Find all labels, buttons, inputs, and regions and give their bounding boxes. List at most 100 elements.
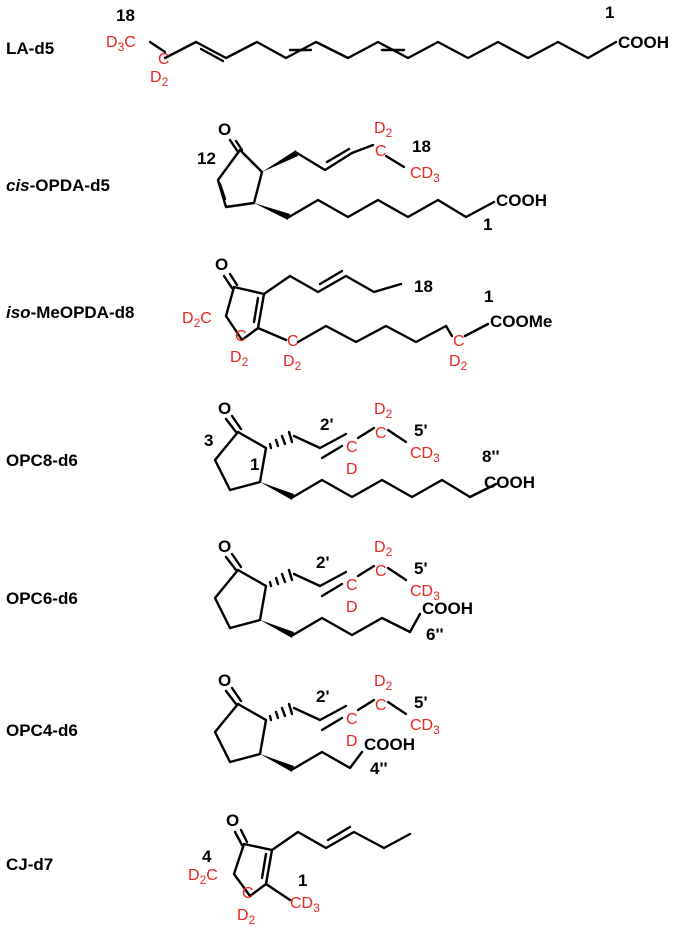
iso-ring-c-label: C: [235, 328, 247, 345]
la-double-bond-1: [199, 47, 225, 63]
opc8-c-bond: [356, 426, 376, 440]
opc8-d2-label: D2: [374, 401, 393, 421]
opc8-number-8pp: 8'': [482, 447, 500, 466]
opc8-ring: [213, 430, 268, 492]
opc8-cd3-bond: [386, 428, 408, 444]
opc4-ring: [213, 702, 268, 764]
cj-ring-c-label: C: [242, 885, 254, 902]
compound-name-iso-meopda-d8: iso-MeOPDA-d8: [6, 303, 134, 322]
opc8-cd3-label: CD3: [410, 445, 440, 465]
opc4-hashed-bond: [268, 702, 294, 722]
opc4-upper-double: [320, 716, 344, 732]
compound-opc4-d6: OPC4-d6 O 2' C D D2 C 5' CD3 COOH 4'': [6, 671, 440, 778]
iso-chain-d2-label: D2: [283, 353, 302, 373]
opda-upper-chain: [295, 151, 354, 172]
opc6-c-label: C: [375, 563, 387, 580]
opc4-carbonyl: [224, 689, 238, 706]
opc6-cd3-bond: [386, 566, 408, 582]
la-number-1: 1: [605, 3, 614, 22]
opc8-c-label: C: [375, 425, 387, 442]
opda-upper-double: [325, 147, 351, 164]
opc4-number-2p: 2': [316, 687, 330, 706]
cj-number-4: 4: [202, 847, 212, 866]
la-c-label: C: [158, 51, 170, 68]
opc4-upper-chain: [292, 704, 348, 722]
la-number-18: 18: [116, 6, 135, 25]
iso-tail-c-label: C: [453, 333, 465, 350]
iso-carbonyl: [222, 274, 234, 290]
iso-ring: [224, 285, 266, 342]
opc4-c-label: C: [375, 697, 387, 714]
compound-name-la-d5: LA-d5: [6, 39, 54, 58]
opc8-vinyl-c-label: C: [346, 439, 358, 456]
opda-number-18: 18: [412, 137, 431, 156]
la-d3c-label: D3C: [106, 34, 136, 54]
opc6-lower-chain: [291, 612, 422, 637]
cj-number-1: 1: [298, 871, 307, 890]
cj-ring-d2-label: D2: [237, 907, 256, 927]
opc4-d2-label: D2: [374, 673, 393, 693]
iso-upper-chain: [262, 274, 403, 296]
opda-c-bond: [350, 143, 375, 155]
opda-number-12: 12: [197, 149, 216, 168]
iso-number-1: 1: [484, 287, 493, 306]
compound-cj-d7: CJ-d7 O 4 1 D2C C D2 CD3: [6, 811, 412, 927]
cj-d2c-label: D2C: [188, 867, 218, 887]
opc4-oxygen-label: O: [218, 671, 231, 690]
opc6-ring: [213, 568, 268, 630]
opc4-vinyl-c-label: C: [346, 711, 358, 728]
opc6-c-bond: [356, 564, 376, 578]
opc6-carbonyl-2: [230, 552, 243, 569]
opda-ring-double: [218, 182, 227, 201]
compound-name-opc8-d6: OPC8-d6: [6, 451, 78, 470]
opc6-number-2p: 2': [316, 553, 330, 572]
opda-ring: [216, 148, 264, 209]
opc4-number-4pp: 4'': [370, 759, 388, 778]
compound-opc8-d6: OPC8-d6 O 3 1 2' C D D2 C 5' CD3 8'' COO…: [6, 399, 535, 500]
compound-iso-meopda-d8: iso-MeOPDA-d8 O 18 D2C C D2 C D2 C D2 1 …: [6, 255, 552, 373]
opc6-upper-double: [320, 582, 344, 598]
opda-c-label: C: [375, 143, 387, 160]
opc6-vinyl-d-label: D: [346, 599, 358, 616]
iso-ring-double: [252, 296, 260, 324]
opc4-cooh-label: COOH: [364, 735, 415, 754]
opda-d2-label: D2: [374, 120, 393, 140]
iso-tail-d2-label: D2: [449, 353, 468, 373]
cj-oxygen-label: O: [226, 811, 239, 830]
cj-side-double: [326, 825, 352, 842]
compound-la-d5: LA-d5 18 1 D3C C D2 COOH: [6, 3, 669, 89]
cj-carbonyl-2: [239, 828, 249, 844]
opc6-cooh-label: COOH: [422, 599, 473, 618]
opda-wedge-upper: [262, 150, 298, 172]
opc8-cooh-label: COOH: [484, 473, 535, 492]
la-d3c-bond: [148, 40, 167, 54]
opc4-wedge-lower: [260, 754, 294, 772]
opc8-upper-double: [320, 444, 344, 460]
cj-side-chain: [270, 830, 412, 852]
compound-name-cj-d7: CJ-d7: [6, 855, 53, 874]
cj-ring: [232, 842, 274, 898]
opc6-number-5p: 5': [414, 559, 428, 578]
opda-oxygen-label: O: [218, 120, 231, 139]
iso-coome-bond: [463, 322, 490, 338]
la-cooh-label: COOH: [618, 33, 669, 52]
opc6-d2-label: D2: [374, 539, 393, 559]
iso-carbonyl-2: [228, 272, 239, 287]
opc6-upper-chain: [292, 570, 348, 588]
opc8-lower-chain: [291, 478, 498, 499]
compound-cis-opda-d5: cis-OPDA-d5 O 12 D2 C 18 CD3 COOH 1: [6, 120, 547, 234]
opc6-vinyl-c-label: C: [346, 577, 358, 594]
opc4-carbonyl-2: [230, 686, 243, 703]
opda-lower-chain: [287, 198, 496, 219]
opc8-upper-chain: [292, 432, 348, 450]
iso-tail-bond: [444, 324, 454, 338]
opc4-number-5p: 5': [414, 693, 428, 712]
opda-cooh-label: COOH: [496, 191, 547, 210]
opc4-cd3-label: CD3: [410, 717, 440, 737]
opc4-c-bond: [356, 698, 376, 712]
opc8-number-5p: 5': [414, 421, 428, 440]
cj-methyl-bond: [264, 882, 292, 902]
opc6-oxygen-label: O: [218, 537, 231, 556]
opc6-cd3-label: CD3: [410, 583, 440, 603]
